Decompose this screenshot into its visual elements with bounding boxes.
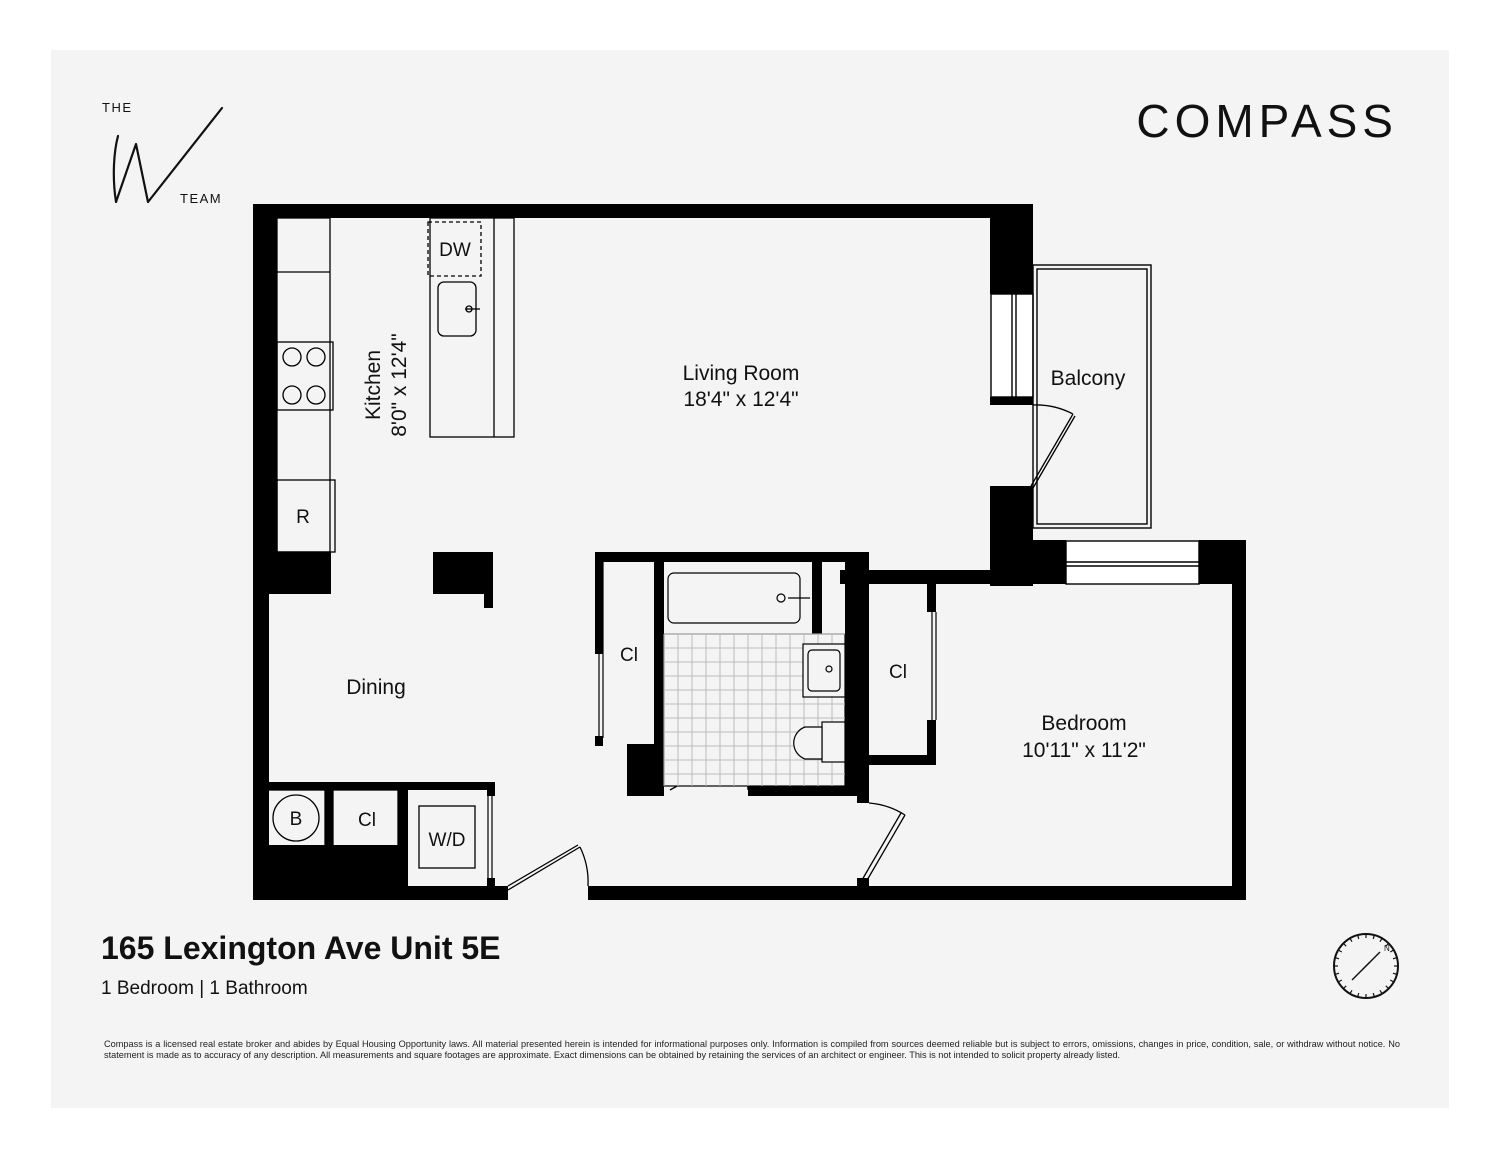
dining-label: Dining	[346, 676, 406, 699]
kitchen-dims: 8'0" x 12'4"	[388, 333, 411, 437]
living-room-label: Living Room	[683, 362, 800, 385]
bedroom-closet-label: Cl	[889, 662, 907, 683]
boiler-label: B	[290, 809, 303, 830]
compass-brand-logo: COMPASS	[1136, 95, 1398, 147]
storage-fixtures	[266, 789, 476, 869]
living-room-dims: 18'4" x 12'4"	[683, 388, 798, 411]
legal-disclaimer: Compass is a licensed real estate broker…	[104, 1039, 1400, 1060]
fixture-labels: DW R Cl Cl Cl B W/D	[290, 240, 907, 851]
logo-team-text: TEAM	[180, 191, 223, 206]
dishwasher-label: DW	[439, 240, 471, 261]
interior-walls	[253, 552, 936, 892]
bathroom	[663, 572, 846, 787]
compass-ticks	[1334, 934, 1398, 998]
north-compass-icon: N	[1333, 933, 1399, 999]
hall-closet-label: Cl	[620, 645, 638, 666]
kitchen-counter	[276, 217, 515, 553]
washer-dryer-label: W/D	[429, 830, 466, 851]
entry-closet-label: Cl	[358, 810, 376, 831]
logo-the-text: THE	[102, 100, 133, 115]
refrigerator-label: R	[296, 507, 310, 528]
bedroom-dims: 10'11" x 11'2"	[1022, 739, 1146, 762]
windows	[990, 293, 1200, 585]
w-team-logo-icon	[112, 106, 224, 204]
room-labels: Kitchen 8'0" x 12'4" Living Room 18'4" x…	[346, 333, 1146, 762]
closet-doors	[487, 562, 937, 878]
compass-north-label: N	[1384, 944, 1390, 953]
listing-address: 165 Lexington Ave Unit 5E	[101, 930, 501, 966]
bedroom-label: Bedroom	[1041, 712, 1126, 735]
listing-summary: 1 Bedroom | 1 Bathroom	[101, 978, 308, 999]
kitchen-label: Kitchen	[362, 350, 385, 420]
balcony-label: Balcony	[1051, 367, 1126, 390]
balcony	[1032, 264, 1152, 529]
